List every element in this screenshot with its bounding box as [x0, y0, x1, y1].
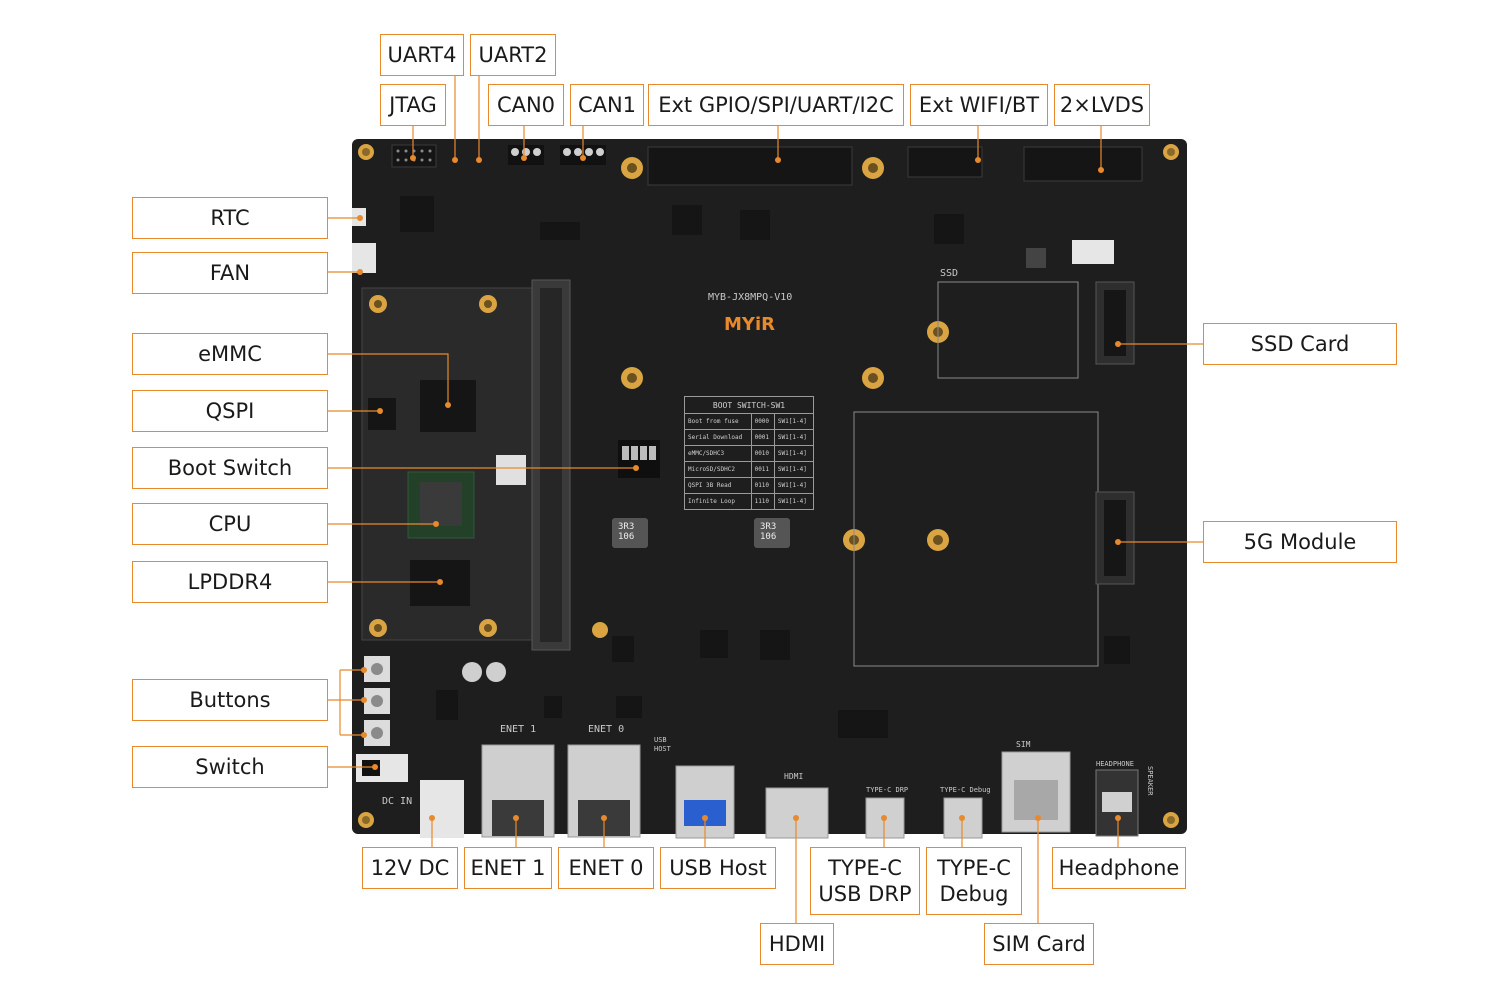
- label-emmc: eMMC: [132, 333, 328, 375]
- label-12v-dc: 12V DC: [362, 847, 458, 889]
- inductor-2: [754, 518, 790, 548]
- inductor-2-silk: 3R3 106: [760, 522, 777, 542]
- label-can0: CAN0: [488, 84, 564, 126]
- label-5g-module: 5G Module: [1203, 521, 1397, 563]
- label-ext-gpio: Ext GPIO/SPI/UART/I2C: [648, 84, 904, 126]
- label-boot-switch: Boot Switch: [132, 447, 328, 489]
- label-qspi: QSPI: [132, 390, 328, 432]
- label-uart4: UART4: [380, 34, 464, 76]
- label-sim-card: SIM Card: [984, 923, 1094, 965]
- label-ssd-card: SSD Card: [1203, 323, 1397, 365]
- label-buttons: Buttons: [132, 679, 328, 721]
- label-type-c-drp: TYPE-C USB DRP: [810, 847, 920, 915]
- mounting-holes: [358, 144, 1179, 828]
- qspi-chip: [368, 398, 396, 430]
- leader-lines: [327, 75, 1204, 924]
- label-uart2: UART2: [470, 34, 556, 76]
- hdmi-jack: [765, 787, 829, 839]
- label-lpddr4: LPDDR4: [132, 561, 328, 603]
- label-enet0: ENET 0: [558, 847, 654, 889]
- label-switch: Switch: [132, 746, 328, 788]
- inductor-1: [612, 518, 648, 548]
- label-lvds: 2×LVDS: [1054, 84, 1150, 126]
- label-hdmi: HDMI: [760, 923, 834, 965]
- qr-code: [496, 455, 526, 485]
- enet1-silk: ENET 1: [500, 724, 537, 735]
- label-enet1: ENET 1: [464, 847, 552, 889]
- dc-in-silk: DC IN: [382, 796, 413, 807]
- label-fan: FAN: [132, 252, 328, 294]
- usb-host-silk: USB HOST: [654, 736, 671, 753]
- label-headphone: Headphone: [1052, 847, 1186, 889]
- pin-dots: [396, 148, 604, 162]
- boot-table-title: BOOT SWITCH-SW1: [684, 396, 814, 414]
- ssd-outline: [937, 281, 1079, 379]
- label-usb-host: USB Host: [660, 847, 776, 889]
- enet0-silk: ENET 0: [588, 724, 625, 735]
- board-model: MYB-JX8MPQ-V10: [708, 292, 793, 303]
- hdmi-silk: HDMI: [784, 772, 804, 781]
- label-cpu: CPU: [132, 503, 328, 545]
- speaker-silk: SPEAKER: [1146, 766, 1154, 796]
- headphone-silk: HEADPHONE: [1096, 760, 1134, 768]
- label-rtc: RTC: [132, 197, 328, 239]
- dc-jack: [420, 780, 464, 838]
- sim-silk: SIM: [1016, 740, 1031, 749]
- ssd-silk: SSD: [940, 268, 959, 279]
- label-jtag: JTAG: [380, 84, 446, 126]
- header-pins: [391, 144, 1143, 186]
- brand-logo: MYiR: [724, 314, 775, 335]
- label-ext-wifi: Ext WIFI/BT: [910, 84, 1048, 126]
- type-c-debug-silk: TYPE-C Debug: [940, 786, 991, 794]
- leader-dots: [357, 155, 1121, 821]
- 5g-outline: [853, 411, 1099, 667]
- inductor-1-silk: 3R3 106: [618, 522, 635, 542]
- fan-connector: [352, 243, 376, 273]
- type-c-drp-silk: TYPE-C DRP: [866, 786, 909, 794]
- label-can1: CAN1: [570, 84, 644, 126]
- label-type-c-debug: TYPE-C Debug: [926, 847, 1022, 915]
